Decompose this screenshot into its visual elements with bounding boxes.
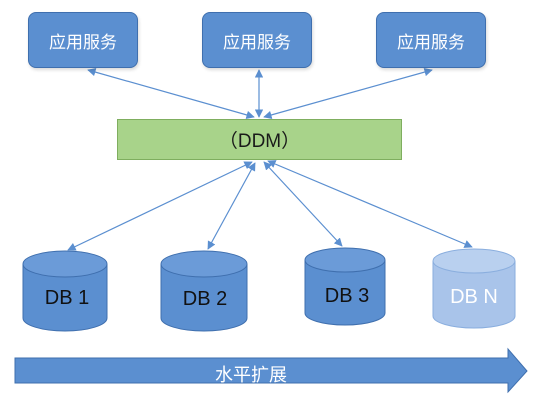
scale-arrow-label: 水平扩展 xyxy=(215,365,287,386)
database-cylinder-dbn xyxy=(432,248,516,329)
database-label-db2: DB 2 xyxy=(182,288,228,310)
database-cylinder-db1 xyxy=(22,250,108,332)
connector-ddm-db2 xyxy=(207,162,256,250)
service-label-3: 应用服务 xyxy=(397,32,465,53)
database-cylinder-db3 xyxy=(304,247,386,326)
database-label-dbn: DB N xyxy=(450,286,498,308)
database-label-db3: DB 3 xyxy=(324,285,370,307)
connector-svc3-ddm xyxy=(263,67,433,120)
service-box-1: 应用服务 xyxy=(28,12,138,68)
database-label-db1: DB 1 xyxy=(44,287,90,309)
connector-svc1-ddm xyxy=(87,68,255,119)
service-label-2: 应用服务 xyxy=(223,32,291,53)
connector-ddm-db1 xyxy=(67,161,253,251)
service-box-3: 应用服务 xyxy=(376,12,486,68)
connector-ddm-dbn xyxy=(263,161,343,247)
ddm-middleware-box: （DDM） xyxy=(117,119,402,160)
scale-arrow-band xyxy=(14,347,528,394)
ddm-label: （DDM） xyxy=(218,131,301,152)
connector-ddm-db4 xyxy=(267,160,473,248)
service-label-1: 应用服务 xyxy=(49,32,117,53)
service-box-2: 应用服务 xyxy=(202,12,312,68)
database-cylinder-db2 xyxy=(160,250,248,332)
